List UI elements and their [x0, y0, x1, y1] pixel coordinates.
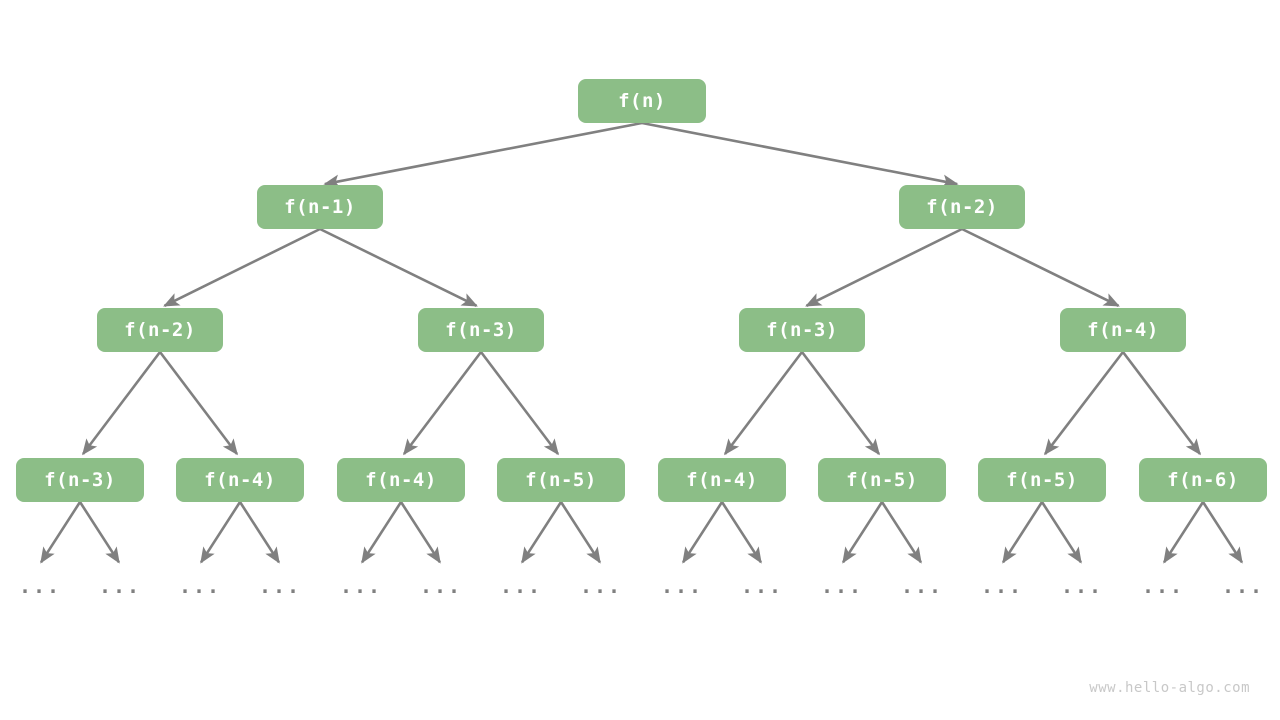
ellipsis-d1: ... — [98, 574, 142, 598]
tree-node-n0: f(n) — [578, 79, 706, 123]
ellipsis-d11: ... — [900, 574, 944, 598]
tree-node-n1: f(n-1) — [257, 185, 383, 229]
edge-n5-n11 — [723, 351, 804, 456]
leaf-edge-n14-d15 — [1201, 501, 1244, 564]
tree-node-n8: f(n-4) — [176, 458, 304, 502]
leaf-edge-n12-d11 — [880, 501, 923, 564]
leaf-edge-n10-d6 — [520, 501, 563, 564]
ellipsis-d13: ... — [1060, 574, 1104, 598]
tree-node-n6: f(n-4) — [1060, 308, 1186, 352]
leaf-edge-n9-d5 — [399, 501, 442, 564]
tree-edges — [81, 121, 1202, 456]
ellipsis-d7: ... — [579, 574, 623, 598]
ellipsis-d10: ... — [820, 574, 864, 598]
leaf-edge-n11-d8 — [681, 501, 724, 564]
ellipsis-d2: ... — [178, 574, 222, 598]
ellipsis-d14: ... — [1141, 574, 1185, 598]
leaf-edge-n7-d1 — [78, 501, 121, 564]
ellipsis-d12: ... — [980, 574, 1024, 598]
ellipsis-d15: ... — [1221, 574, 1265, 598]
ellipsis-d0: ... — [18, 574, 62, 598]
ellipsis-d4: ... — [339, 574, 383, 598]
ellipsis-d3: ... — [258, 574, 302, 598]
tree-node-n5: f(n-3) — [739, 308, 865, 352]
watermark: www.hello-algo.com — [1089, 680, 1250, 696]
tree-node-n3: f(n-2) — [97, 308, 223, 352]
leaf-edge-n13-d12 — [1001, 501, 1044, 564]
leaf-edge-n9-d4 — [360, 501, 403, 564]
edge-n2-n5 — [805, 227, 963, 307]
ellipsis-d5: ... — [419, 574, 463, 598]
tree-node-n4: f(n-3) — [418, 308, 544, 352]
edge-n3-n7 — [81, 351, 162, 456]
leaf-edge-n8-d2 — [199, 501, 242, 564]
edge-n5-n12 — [800, 351, 881, 456]
leaf-edges — [39, 501, 1244, 564]
tree-node-n14: f(n-6) — [1139, 458, 1267, 502]
tree-node-n2: f(n-2) — [899, 185, 1025, 229]
tree-node-n13: f(n-5) — [978, 458, 1106, 502]
edge-n0-n1 — [323, 121, 643, 188]
edge-n6-n13 — [1044, 351, 1125, 456]
edge-n1-n4 — [319, 227, 478, 307]
leaf-edge-n12-d10 — [841, 501, 884, 564]
edge-n6-n14 — [1121, 351, 1202, 456]
tree-node-n7: f(n-3) — [16, 458, 144, 502]
leaf-edge-n10-d7 — [559, 501, 602, 564]
leaf-edge-n14-d14 — [1162, 501, 1205, 564]
leaf-edge-n13-d13 — [1040, 501, 1083, 564]
edge-n1-n3 — [163, 227, 321, 307]
tree-node-n10: f(n-5) — [497, 458, 625, 502]
ellipsis-d8: ... — [660, 574, 704, 598]
ellipsis-d9: ... — [740, 574, 784, 598]
leaf-edge-n7-d0 — [39, 501, 82, 564]
tree-node-n9: f(n-4) — [337, 458, 465, 502]
edge-n0-n2 — [641, 121, 959, 188]
leaf-edge-n11-d9 — [720, 501, 763, 564]
tree-node-n12: f(n-5) — [818, 458, 946, 502]
edge-n4-n10 — [479, 351, 560, 456]
edge-n3-n8 — [158, 351, 239, 456]
tree-node-n11: f(n-4) — [658, 458, 786, 502]
leaf-edge-n8-d3 — [238, 501, 281, 564]
edge-n4-n9 — [402, 351, 483, 456]
edge-n2-n6 — [961, 227, 1120, 307]
ellipsis-d6: ... — [499, 574, 543, 598]
